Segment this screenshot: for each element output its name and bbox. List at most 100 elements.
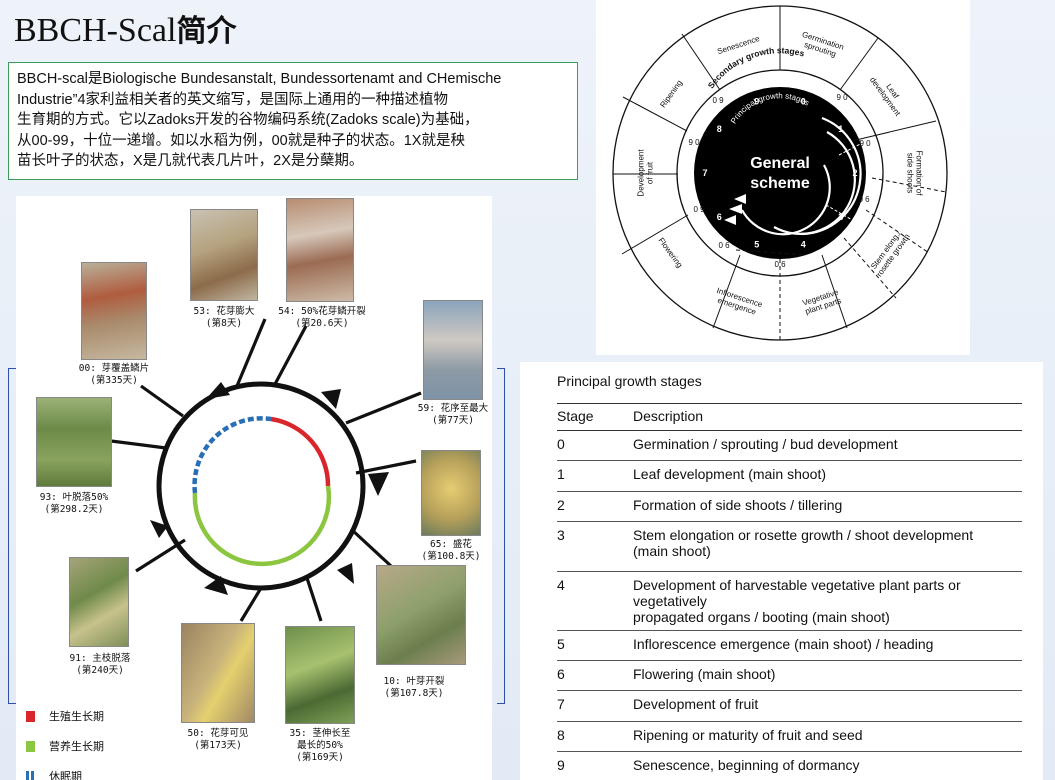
stage-digit: 6 (717, 212, 722, 222)
stage-cell: 3 (557, 521, 633, 572)
description-line: Development of harvestable vegetative pl… (633, 576, 961, 609)
caption-title: 10: 叶芽开裂 (383, 676, 445, 687)
caption-days: (第335天) (90, 375, 138, 386)
table-title: Principal growth stages (557, 373, 702, 389)
description-line: propagated organs / booting (main shoot) (633, 608, 890, 625)
caption-title: 65: 盛花 (430, 539, 472, 550)
header-stage: Stage (557, 403, 633, 431)
photo-stage-35 (285, 626, 355, 724)
caption-days: (第100.8天) (421, 551, 481, 562)
stage-digit: 4 (801, 239, 806, 249)
description-cell: Senescence, beginning of dormancy (633, 751, 1022, 780)
stage-digit: 9 (754, 97, 759, 107)
ring-number: 0 9 (693, 205, 705, 214)
ring-number: 0 6 (858, 195, 870, 204)
legend-swatch (26, 710, 35, 722)
photo-stage-93 (36, 397, 112, 487)
ring-number: 9 0 (688, 138, 700, 147)
group-bracket-left (8, 368, 16, 704)
photo-stage-50 (181, 623, 255, 723)
description-line: Stem elongation or rosette growth / shoo… (633, 526, 974, 543)
caption-title: 00: 芽覆盖鳞片 (78, 363, 150, 374)
intro-line: BBCH-scal是Biologische Bundesanstalt, Bun… (17, 71, 502, 87)
ring-numbers: 0 9 9 0 9 0 0 6 0 6 0 6 0 9 9 0 (688, 93, 871, 269)
cycle-arrowheads (150, 382, 389, 595)
stage-digit: 8 (717, 124, 722, 134)
caption-days: (第173天) (194, 740, 242, 751)
intro-line: 苗长叶子的状态，X是几就代表几片叶，2X是分蘖期。 (17, 153, 364, 169)
ring-number: 0 9 (712, 96, 724, 105)
stage-digit: 3 (838, 212, 843, 222)
caption-stage-10: 10: 叶芽开裂(第107.8天) (369, 676, 459, 700)
description-cell: Germination / sprouting / bud developmen… (633, 430, 1022, 462)
group-bracket-right (497, 368, 505, 704)
caption-stage-53: 53: 花芽膨大(第8天) (186, 306, 262, 330)
outer-label-line: Development (637, 149, 646, 197)
description-cell: Formation of side shoots / tillering (633, 491, 1022, 522)
intro-textbox: BBCH-scal是Biologische Bundesanstalt, Bun… (8, 62, 578, 180)
intro-line: Industrie”4家利益相关者的英文缩写，是国际上通用的一种描述植物 (17, 91, 449, 108)
photo-stage-91 (69, 557, 129, 647)
photo-stage-65 (421, 450, 481, 536)
caption-days: (第8天) (205, 318, 243, 329)
legend-swatch (26, 770, 35, 780)
description-cell: Stem elongation or rosette growth / shoo… (633, 521, 1022, 572)
stage-digit: 7 (702, 168, 707, 178)
principal-stages-table-panel: Principal growth stages Stage Descriptio… (520, 362, 1043, 780)
stage-cell: 1 (557, 460, 633, 492)
description-cell: Development of fruit (633, 690, 1022, 722)
caption-title-2: 最长的50% (297, 740, 343, 751)
caption-title: 91: 主枝脱落 (69, 653, 131, 664)
caption-title: 35: 茎伸长至 (289, 728, 351, 739)
legend-item-dormant: 休眠期 (26, 768, 104, 780)
outer-label-line: side shoots (906, 153, 915, 193)
caption-stage-91: 91: 主枝脱落(第240天) (60, 653, 140, 677)
stage-cell: 9 (557, 751, 633, 780)
caption-stage-59: 59: 花序至最大(第77天) (416, 403, 490, 427)
stage-cell: 6 (557, 660, 633, 692)
caption-title: 50: 花芽可见 (187, 728, 249, 739)
legend-label: 生殖生长期 (49, 711, 104, 723)
stage-digit: 1 (838, 124, 843, 134)
legend-label: 休眠期 (49, 771, 82, 780)
outer-label-line: of fruit (646, 161, 655, 184)
photo-stage-59 (423, 300, 483, 400)
stage-cell: 8 (557, 721, 633, 753)
caption-stage-50: 50: 花芽可见(第173天) (176, 728, 260, 752)
ring-number: 0 6 (774, 260, 786, 269)
intro-line: 从00-99，十位一递增。如以水稻为例，00就是种子的状态。1X就是秧 (17, 132, 465, 149)
page-title: BBCH-Scal简介 (14, 6, 236, 50)
caption-stage-93: 93: 叶脱落50%(第298.2天) (30, 492, 118, 516)
caption-title: 93: 叶脱落50% (39, 492, 109, 503)
caption-days: (第169天) (296, 752, 344, 763)
title-main: BBCH-Scal (14, 12, 177, 49)
legend-item-reproductive: 生殖生长期 (26, 708, 104, 724)
description-cell: Inflorescence emergence (main shoot) / h… (633, 630, 1022, 662)
intro-line: 生育期的方式。它以Zadoks开发的谷物编码系统(Zadoks scale)为基… (17, 112, 479, 128)
legend-item-vegetative: 营养生长期 (26, 738, 104, 754)
stage-digit: 0 (801, 97, 806, 107)
title-cn: 简介 (176, 14, 237, 49)
caption-stage-65: 65: 盛花(第100.8天) (412, 539, 490, 563)
photo-stage-10 (376, 565, 466, 665)
center-label-1: General (750, 155, 810, 172)
caption-stage-54: 54: 50%花芽鳞开裂(第20.6天) (274, 306, 370, 330)
description-cell: Development of harvestable vegetative pl… (633, 571, 1022, 631)
stage-cell: 0 (557, 430, 633, 462)
caption-title: 53: 花芽膨大 (193, 306, 255, 317)
caption-title: 59: 花序至最大 (417, 403, 489, 414)
caption-days: (第298.2天) (44, 504, 104, 515)
growth-cycle-diagram (110, 318, 422, 622)
caption-days: (第20.6天) (295, 318, 349, 329)
stage-cell: 2 (557, 491, 633, 522)
